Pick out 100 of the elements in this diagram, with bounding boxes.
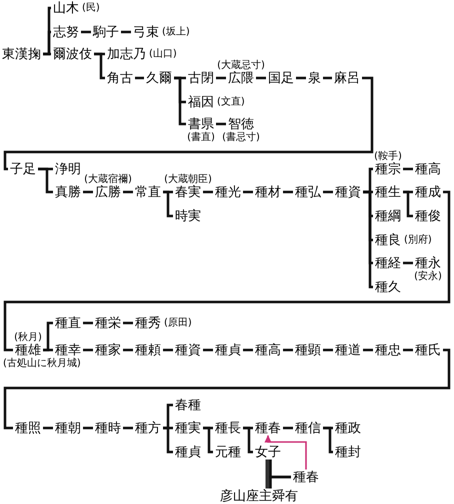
note-label: (鞍手) bbox=[374, 150, 402, 162]
name-label: 広隈 bbox=[228, 70, 254, 86]
note-label: (大蔵朝臣) bbox=[164, 174, 212, 184]
name-label: 種生 bbox=[374, 184, 402, 200]
name-label: 書県 bbox=[187, 116, 215, 132]
name-label: 種材 bbox=[254, 184, 282, 200]
lineage-line bbox=[81, 30, 91, 34]
name-label: 種忠 bbox=[374, 342, 402, 358]
name-label: 種貞 bbox=[214, 342, 242, 358]
lineage-line bbox=[94, 52, 105, 80]
lineage-line bbox=[43, 348, 53, 352]
lineage-line bbox=[269, 476, 291, 488]
note-label: (大蔵宿禰) bbox=[84, 174, 132, 184]
lineage-line bbox=[283, 348, 293, 352]
name-label: 種雄 bbox=[14, 342, 42, 358]
lineage-line bbox=[363, 190, 373, 288]
lineage-line bbox=[203, 348, 213, 352]
name-label: 種俊 bbox=[414, 208, 442, 224]
lineage-line bbox=[323, 190, 333, 194]
lineage-line bbox=[283, 426, 293, 430]
name-label: 種資 bbox=[334, 184, 362, 200]
name-label: 種秀 bbox=[134, 316, 162, 330]
lineage-line bbox=[83, 426, 93, 430]
name-label: 種信 bbox=[294, 420, 322, 436]
lineage-line bbox=[163, 348, 173, 352]
lineage-line bbox=[243, 190, 253, 194]
name-label: 種綱 bbox=[374, 208, 402, 224]
name-label: 広勝 bbox=[95, 184, 121, 200]
name-label: 志努 bbox=[52, 24, 80, 40]
name-label: 種資 bbox=[174, 342, 202, 358]
name-label: 種直 bbox=[54, 316, 82, 330]
lineage-line bbox=[216, 122, 226, 126]
name-label: 山木 bbox=[52, 0, 80, 16]
name-label: 種顕 bbox=[294, 342, 322, 358]
name-label: 加志乃 bbox=[106, 46, 147, 62]
lineage-line bbox=[4, 76, 374, 170]
name-label: 女子 bbox=[254, 444, 282, 460]
lineage-line bbox=[403, 262, 413, 264]
name-label: 弓束 bbox=[132, 24, 160, 40]
name-label: 種光 bbox=[214, 184, 242, 200]
name-label: 麻呂 bbox=[333, 70, 361, 86]
note-label: (山口) bbox=[149, 48, 177, 60]
name-label: 古閉 bbox=[187, 70, 215, 86]
name-label: 種道 bbox=[334, 342, 362, 358]
name-label: 種永 bbox=[414, 256, 442, 270]
lineage-line bbox=[4, 348, 450, 430]
lineage-line bbox=[403, 348, 413, 352]
name-label: 種時 bbox=[94, 420, 122, 436]
name-label: 種高 bbox=[254, 342, 282, 358]
lineage-line bbox=[256, 76, 266, 80]
name-label: 浄明 bbox=[54, 162, 82, 176]
name-label: 種経 bbox=[374, 256, 402, 270]
name-label: 泉 bbox=[307, 70, 322, 86]
note-label: (原田) bbox=[164, 318, 192, 328]
name-label: 種実 bbox=[174, 420, 202, 436]
note-label: (書直) bbox=[187, 132, 215, 142]
lineage-line bbox=[243, 426, 253, 454]
name-label: 種栄 bbox=[94, 316, 122, 330]
name-label: 種長 bbox=[214, 420, 242, 436]
note-label: (古処山に秋月城) bbox=[3, 358, 81, 368]
note-label: (安永) bbox=[414, 270, 442, 282]
name-label: 時実 bbox=[174, 208, 202, 224]
arrow bbox=[264, 435, 307, 470]
lineage-line bbox=[163, 190, 173, 218]
name-label: 春実 bbox=[175, 184, 202, 200]
lineage-line bbox=[83, 322, 93, 324]
name-label: 常直 bbox=[134, 184, 162, 200]
name-label: 種久 bbox=[374, 280, 402, 294]
name-label: 彦山座主舜有 bbox=[219, 488, 299, 504]
lineage-line bbox=[283, 190, 293, 194]
name-label: 種照 bbox=[14, 420, 42, 436]
lineage-line bbox=[363, 348, 373, 352]
name-label: 種幸 bbox=[54, 342, 82, 358]
lineage-line bbox=[43, 52, 51, 56]
lineage-line bbox=[403, 168, 413, 170]
lineage-line bbox=[38, 168, 53, 194]
note-label: (民) bbox=[82, 2, 100, 14]
lineage-line bbox=[403, 190, 413, 218]
lineage-line bbox=[174, 76, 186, 126]
name-label: 種高 bbox=[414, 162, 442, 176]
lineage-line bbox=[121, 30, 131, 34]
name-label: 真勝 bbox=[54, 184, 82, 200]
name-label: 種貞 bbox=[174, 444, 202, 460]
name-label: 種弘 bbox=[294, 184, 322, 200]
lineage-line bbox=[323, 76, 332, 80]
note-label: (別府) bbox=[404, 234, 432, 246]
name-label: 東漢掬 bbox=[1, 46, 42, 62]
name-label: 春種 bbox=[174, 398, 202, 412]
note-label: (坂上) bbox=[162, 26, 190, 38]
note-label: (大蔵忌寸) bbox=[217, 60, 265, 70]
name-label: 種良 bbox=[374, 232, 402, 248]
name-label: 久爾 bbox=[145, 70, 173, 86]
name-label: 福因 bbox=[187, 94, 215, 110]
name-label: 種春 bbox=[292, 470, 320, 484]
name-label: 爾波伎 bbox=[52, 46, 93, 62]
lineage-line bbox=[203, 190, 213, 194]
lineage-line bbox=[296, 76, 306, 80]
name-label: 智徳 bbox=[227, 116, 255, 132]
thick-line bbox=[266, 460, 270, 488]
note-label: (秋月) bbox=[14, 332, 42, 342]
